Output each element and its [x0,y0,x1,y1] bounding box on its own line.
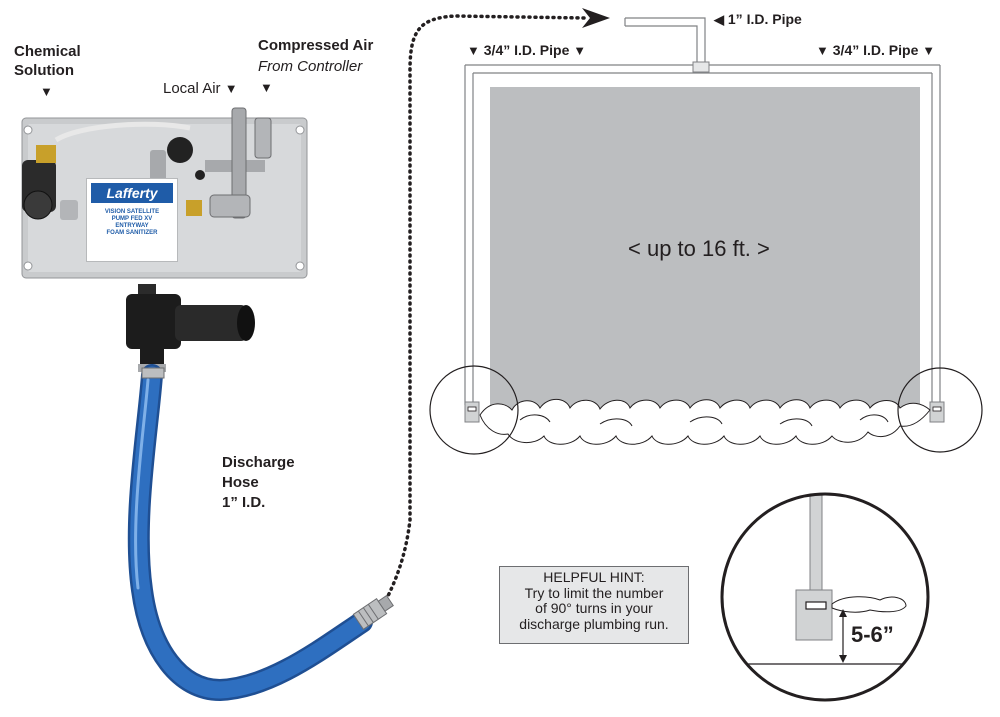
nozzle-detail [720,492,930,702]
pipe-34-right-label: ▼ 3/4” I.D. Pipe ▼ [816,42,936,58]
left-nozzle [464,401,480,423]
hint-line: Try to limit the number [524,584,664,601]
pipe-34-left-label: ▼ 3/4” I.D. Pipe ▼ [467,42,587,58]
discharge-hose-label: Discharge Hose 1” I.D. [222,454,295,511]
compressed-air-arrow: ▼ [260,80,273,95]
dotted-path-arrowhead [582,8,610,28]
helpful-hint-box: HELPFUL HINT: Try to limit the number of… [499,566,689,644]
product-name: VISION SATELLITE PUMP FED XV ENTRYWAY FO… [104,209,160,236]
hint-title: HELPFUL HINT: [543,569,645,585]
pipe-1-arrow: ◀ [714,12,724,27]
hint-line: of 90° turns in your [535,600,653,616]
discharge-hose-graphic [127,364,394,702]
right-callout-circle [897,367,983,453]
door-opening [490,87,920,417]
chemical-solution-label: Chemical Solution [14,43,81,79]
chemical-solution-arrow: ▼ [40,84,53,99]
from-controller-label: From Controller [258,58,363,75]
dotted-discharge-path [384,14,587,602]
product-label: Lafferty VISION SATELLITE PUMP FED XV EN… [86,178,178,262]
compressed-air-label: Compressed Air [258,37,374,54]
foam-curtain [479,398,931,445]
pipe-tee [692,61,710,73]
hint-line: discharge plumbing run. [519,615,669,632]
left-callout-circle [429,365,519,455]
local-air-label: Local Air ▼ [163,80,238,97]
nozzle-height-label: 5-6” [851,622,894,647]
local-air-arrow: ▼ [224,81,238,96]
right-nozzle [929,401,945,423]
pipe-1-label: ◀ 1” I.D. Pipe [714,11,802,27]
brand-logo: Lafferty [91,183,173,203]
opening-width-label: < up to 16 ft. > [628,236,770,261]
pump-body [126,284,255,372]
